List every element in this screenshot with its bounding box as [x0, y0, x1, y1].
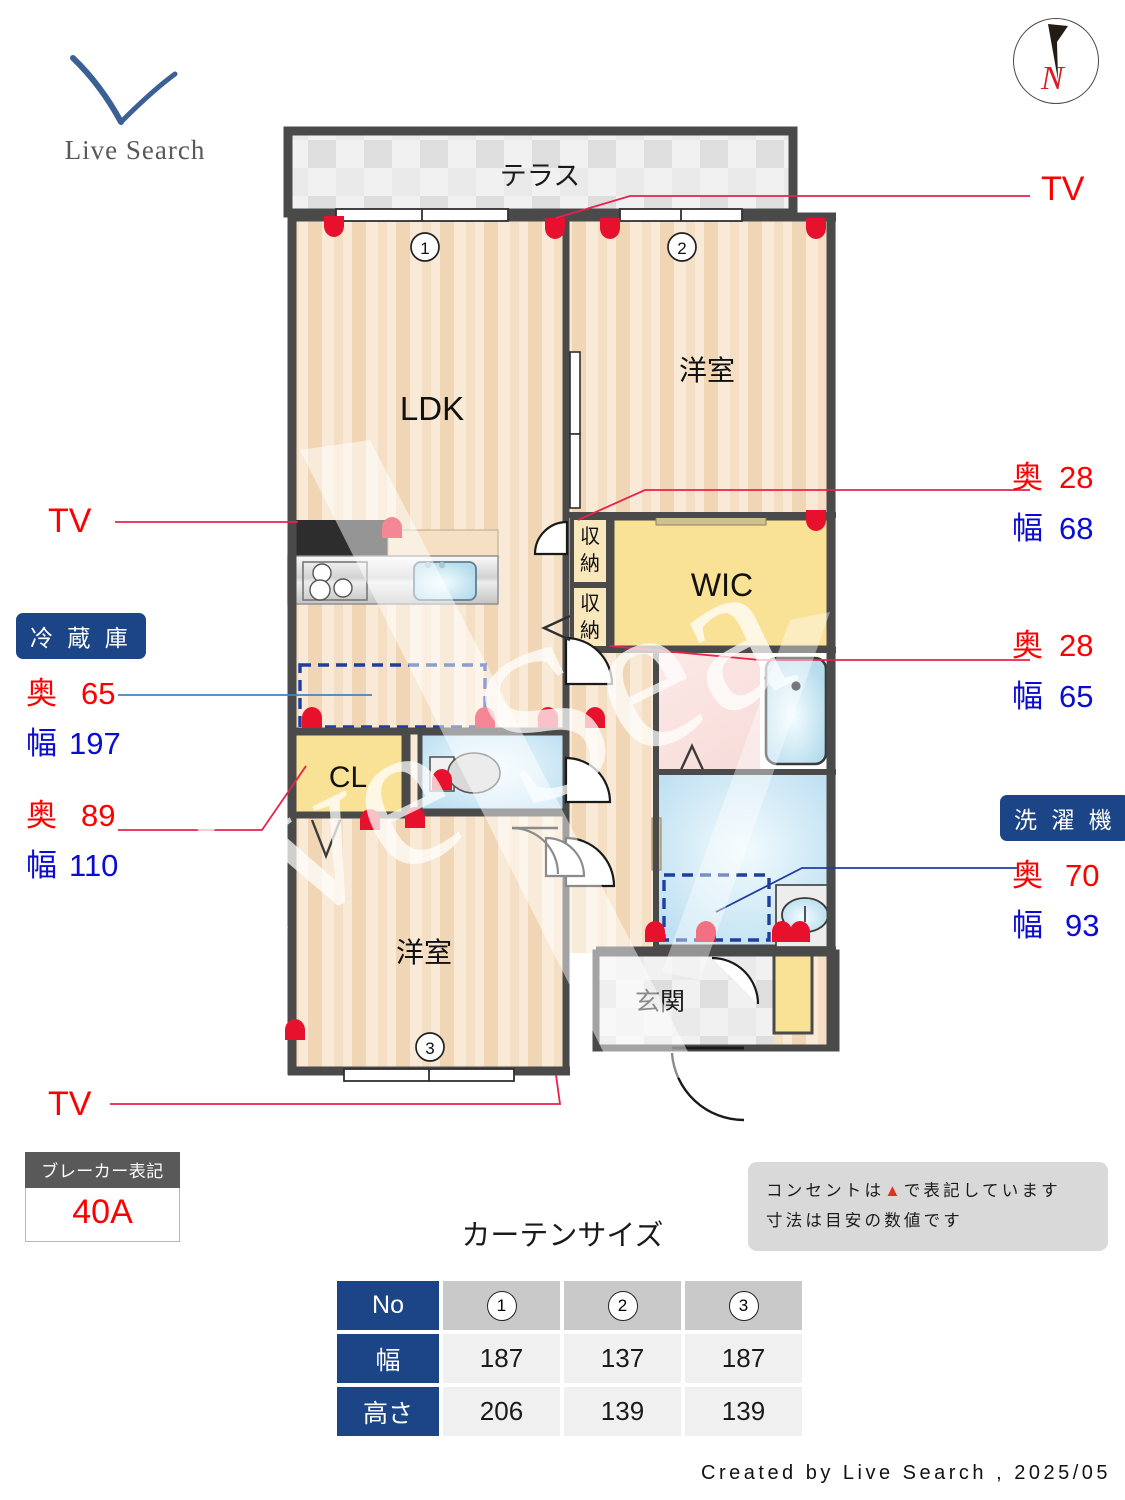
curtain-col-2: 2 [564, 1281, 681, 1330]
room-terrace: テラス [283, 126, 798, 218]
check-swoosh-icon [70, 55, 178, 125]
fridge-tag: 冷 蔵 庫 [16, 613, 146, 659]
breaker-box: ブレーカー表記 40A [25, 1152, 180, 1242]
curtain-height-3: 139 [685, 1387, 802, 1436]
storage-lower-width-label: 幅 [1012, 679, 1043, 714]
storage-upper-width-label: 幅 [1012, 511, 1043, 546]
brand-logo: Live Search [35, 40, 255, 170]
folding-door [541, 614, 571, 642]
room-bathroom [653, 647, 835, 775]
note-line-1-suffix: で表記しています [903, 1182, 1061, 1200]
curtain-col-2-number: 2 [607, 1290, 638, 1321]
svg-text:テラス: テラス [500, 161, 580, 191]
table-row-width: 幅 187 137 187 [337, 1334, 802, 1383]
washer-annotation: 洗 濯 機 奥 70 幅 93 [1000, 795, 1125, 945]
window-markers: 1 2 3 [410, 232, 697, 1062]
closet-width-label: 幅 [26, 848, 57, 883]
storage-lower-depth-label: 奥 [1012, 628, 1043, 663]
floor-plan: テラス WIC 収 納 収 納 [110, 126, 1030, 1122]
curtain-size-title: カーテンサイズ [461, 1220, 664, 1252]
breaker-title: ブレーカー表記 [25, 1152, 180, 1188]
curtain-row-header-width: 幅 [337, 1334, 439, 1383]
svg-text:納: 納 [580, 552, 600, 575]
room-label-bedroom-north: 洋室 [679, 355, 735, 386]
storage-upper-dimensions: 奥 28 幅 68 [1012, 452, 1093, 548]
curtain-width-2: 137 [564, 1334, 681, 1383]
storage-lower-depth-value: 28 [1059, 628, 1094, 663]
curtain-width-3: 187 [685, 1334, 802, 1383]
fridge-annotation: 冷 蔵 庫 奥 65 幅 197 [16, 613, 146, 763]
svg-text:収: 収 [580, 592, 600, 615]
storage-lower-dimensions: 奥 28 幅 65 [1012, 620, 1093, 716]
door-swings [533, 520, 616, 888]
room-label-ldk: LDK [400, 390, 464, 427]
curtain-width-1: 187 [443, 1334, 560, 1383]
leader-lines-washer [715, 867, 1018, 913]
sliding-doors [335, 208, 743, 1082]
washer-width-value: 93 [1065, 908, 1100, 943]
breaker-value: 40A [25, 1188, 180, 1242]
washer-depth-value: 70 [1065, 858, 1100, 893]
room-entrance: 玄関 [592, 949, 840, 1122]
curtain-size-table: No 1 2 3 幅 187 137 187 高さ 206 139 139 [333, 1277, 806, 1440]
tv-label-left: TV [48, 502, 92, 540]
note-line-1: コンセントは▲で表記しています [766, 1176, 1098, 1206]
kitchen-counter [287, 520, 499, 605]
compass: N [1013, 18, 1103, 128]
curtain-col-3-number: 3 [728, 1290, 759, 1321]
curtain-height-2: 139 [564, 1387, 681, 1436]
svg-text:2: 2 [677, 239, 686, 258]
room-label-bedroom-south: 洋室 [396, 937, 452, 968]
fridge-footprint [298, 663, 487, 729]
washer-tag: 洗 濯 機 [1000, 795, 1125, 841]
brand-name: Live Search [64, 135, 206, 165]
table-row-no: No 1 2 3 [337, 1281, 802, 1330]
closet-depth-value: 89 [81, 798, 116, 833]
table-row-height: 高さ 206 139 139 [337, 1387, 802, 1436]
compass-north-icon [1048, 24, 1068, 80]
room-storage-lower: 収 納 [570, 584, 610, 650]
svg-text:WIC: WIC [691, 567, 753, 603]
note-line-2: 寸法は目安の数値です [766, 1212, 963, 1230]
washer-width-label: 幅 [1012, 908, 1043, 943]
svg-text:納: 納 [580, 619, 600, 642]
fridge-width-value: 197 [69, 726, 121, 761]
washer-depth-label: 奥 [1012, 858, 1043, 893]
svg-text:玄関: 玄関 [635, 988, 685, 1016]
outlet-triangle-icon: ▲ [884, 1182, 904, 1200]
fridge-depth-value: 65 [81, 676, 116, 711]
svg-text:3: 3 [425, 1039, 434, 1058]
note-line-1-prefix: コンセントは [766, 1182, 885, 1200]
tv-label-bottom-left: TV [48, 1085, 92, 1123]
fridge-depth-label: 奥 [26, 676, 57, 711]
fridge-width-label: 幅 [26, 726, 57, 761]
compass-north-label: N [1041, 60, 1064, 97]
legend-note: コンセントは▲で表記しています 寸法は目安の数値です [748, 1162, 1108, 1251]
storage-upper-depth-label: 奥 [1012, 460, 1043, 495]
outlet-markers [285, 216, 826, 1040]
closet-dimensions: 奥 89 幅 110 [26, 790, 118, 885]
closet-depth-label: 奥 [26, 798, 57, 833]
footer-credit: Created by Live Search , 2025/05 [701, 1462, 1111, 1484]
svg-text:CL: CL [329, 761, 367, 794]
curtain-row-header-height: 高さ [337, 1387, 439, 1436]
curtain-col-1-number: 1 [486, 1290, 517, 1321]
leader-lines [110, 195, 1030, 1105]
svg-text:収: 収 [580, 525, 600, 548]
storage-upper-width-value: 68 [1059, 511, 1094, 546]
closet-width-value: 110 [69, 848, 119, 883]
storage-lower-width-value: 65 [1059, 679, 1094, 714]
curtain-col-1: 1 [443, 1281, 560, 1330]
curtain-col-3: 3 [685, 1281, 802, 1330]
curtain-row-header-no: No [337, 1281, 439, 1330]
svg-text:1: 1 [420, 239, 429, 258]
tv-label-top-right: TV [1041, 170, 1085, 208]
storage-upper-depth-value: 28 [1059, 460, 1094, 495]
curtain-height-1: 206 [443, 1387, 560, 1436]
